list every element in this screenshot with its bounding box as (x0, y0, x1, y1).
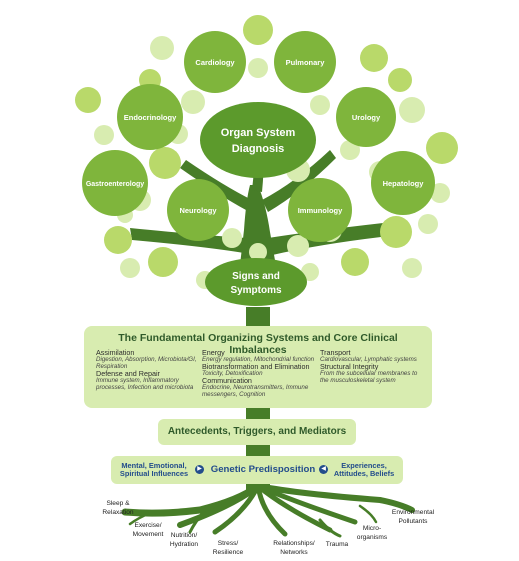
structural-heading: Structural Integrity (320, 362, 379, 371)
defense-desc-2: processes, Infection and microbiota (96, 384, 194, 391)
endocrinology-label: Endocrinology (124, 113, 177, 122)
defense-desc-1: Immune system, Inflammatory (96, 377, 179, 384)
biotransformation-heading: Biotransformation and Elimination (202, 362, 310, 371)
transport-desc: Cardiovascular, Lymphatic systems (320, 356, 417, 363)
arrow-left-icon: ▶ (319, 465, 328, 474)
root-relationships-2: Networks (280, 549, 308, 556)
branch-pulmonary: Pulmonary (274, 31, 336, 93)
root-stress-1: Stress/ (218, 540, 239, 547)
assimilation-desc-1: Digestion, Absorption, Microbiota/GI, (96, 356, 197, 363)
experiences-line2: Attitudes, Beliefs (333, 469, 395, 478)
branch-cardiology: Cardiology (184, 31, 246, 93)
trunk-connector-low (246, 444, 270, 457)
hepatology-label: Hepatology (383, 179, 425, 188)
genetic-predisposition-text: Genetic Predisposition (210, 464, 316, 475)
signs-line1: Signs and (232, 271, 280, 282)
root-nutrition-2: Hydration (170, 541, 199, 548)
systems-column-3: Transport Cardiovascular, Lymphatic syst… (320, 349, 424, 384)
root-exercise-1: Exercise/ (134, 522, 161, 529)
neurology-label: Neurology (179, 206, 217, 215)
defense-heading: Defense and Repair (96, 369, 160, 378)
branch-hepatology: Hepatology (371, 151, 435, 215)
biotransformation-desc: Toxicity, Detoxification (202, 370, 263, 377)
mental-emotional-line1: Mental, Emotional, (121, 461, 187, 470)
trunk-connector-base (246, 483, 270, 491)
pulmonary-label: Pulmonary (286, 58, 326, 67)
root-exercise-2: Movement (133, 531, 164, 538)
root-labels: Sleep & Relaxation Exercise/ Movement Nu… (102, 500, 434, 556)
communication-heading: Communication (202, 376, 252, 385)
organ-system-diagnosis: Organ System Diagnosis (200, 102, 316, 178)
experiences-attitudes-text: Experiences, Attitudes, Beliefs (329, 462, 399, 478)
assimilation-heading: Assimilation (96, 348, 135, 357)
transport-heading: Transport (320, 348, 351, 357)
branch-urology: Urology (336, 87, 396, 147)
branch-endocrinology: Endocrinology (117, 84, 183, 150)
root-sleep-2: Relaxation (102, 509, 133, 516)
mental-emotional-text: Mental, Emotional, Spiritual Influences (115, 462, 193, 478)
root-stress-2: Resilience (213, 549, 244, 556)
root-environmental-1: Environmental (392, 509, 435, 516)
mental-emotional-line2: Spiritual Influences (119, 469, 189, 478)
root-environmental-2: Pollutants (399, 518, 429, 525)
genetic-predisposition-box: Mental, Emotional, Spiritual Influences … (111, 456, 403, 484)
structural-desc-2: the musculoskeletal system (320, 377, 396, 384)
structural-desc-1: From the subcellular membranes to (320, 370, 418, 377)
cardiology-label: Cardiology (195, 58, 235, 67)
experiences-line1: Experiences, (341, 461, 387, 470)
root-nutrition-1: Nutrition/ (171, 532, 198, 539)
immunology-label: Immunology (298, 206, 343, 215)
root-trauma: Trauma (326, 541, 349, 548)
root-micro-2: organisms (357, 534, 388, 541)
diagnosis-line1: Organ System (221, 127, 296, 139)
arrow-right-icon: ▶ (195, 465, 204, 474)
communication-desc-1: Endocrine, Neurotransmitters, Immune (202, 384, 309, 391)
branch-neurology: Neurology (167, 179, 229, 241)
root-micro-1: Micro- (363, 525, 381, 532)
branch-gastroenterology: Gastroenterology (82, 150, 148, 216)
diagnosis-line2: Diagnosis (232, 143, 285, 155)
assimilation-desc-2: Respiration (96, 363, 128, 370)
urology-label: Urology (352, 113, 381, 122)
energy-heading: Energy (202, 348, 225, 357)
branch-immunology: Immunology (288, 178, 352, 242)
energy-desc: Energy regulation, Mitochondrial functio… (202, 356, 315, 363)
organizing-systems-box: The Fundamental Organizing Systems and C… (84, 326, 432, 408)
systems-column-2: Energy Energy regulation, Mitochondrial … (202, 349, 322, 398)
trunk-connector-top (246, 307, 270, 327)
signs-line2: Symptoms (230, 285, 282, 296)
gastroenterology-label: Gastroenterology (86, 181, 144, 188)
systems-column-1: Assimilation Digestion, Absorption, Micr… (96, 349, 208, 391)
root-sleep-1: Sleep & (106, 500, 130, 507)
signs-and-symptoms: Signs and Symptoms (205, 258, 307, 306)
antecedents-box: Antecedents, Triggers, and Mediators (158, 419, 356, 445)
communication-desc-2: messengers, Cognition (202, 391, 266, 398)
root-relationships-1: Relationships/ (273, 540, 315, 547)
organizing-systems-title: The Fundamental Organizing Systems and C… (118, 332, 398, 356)
trunk-connector-mid (246, 407, 270, 420)
